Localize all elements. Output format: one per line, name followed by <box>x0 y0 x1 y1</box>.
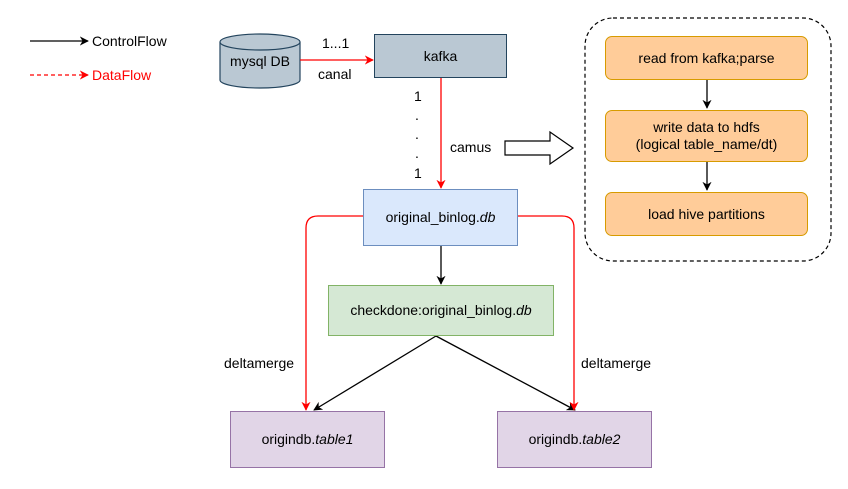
camus-label: camus <box>450 139 492 155</box>
mysql-kafka-tool-label: canal <box>318 66 352 82</box>
checkdone-node[interactable]: checkdone:original_binlog.db <box>328 285 554 336</box>
edge-checkdone-table2 <box>435 335 576 411</box>
origindb-table1-node[interactable]: origindb.table1 <box>230 411 385 468</box>
mysql-db-node[interactable]: mysql DB <box>220 46 300 76</box>
origindb-table2-label: origindb.table2 <box>528 431 621 448</box>
step-load-hive[interactable]: load hive partitions <box>605 192 808 236</box>
checkdone-label: checkdone:original_binlog.db <box>350 302 532 319</box>
original-binlog-label: original_binlog.db <box>385 209 496 226</box>
step-write-hdfs-line2: (logical table_name/dt) <box>635 136 778 152</box>
origindb-table1-label: origindb.table1 <box>261 431 354 448</box>
camus-block-arrow <box>504 130 575 166</box>
step-write-hdfs-line1: write data to hdfs <box>653 119 760 136</box>
kafka-node[interactable]: kafka <box>374 34 507 78</box>
camus-process-container <box>584 17 832 262</box>
original-binlog-node[interactable]: original_binlog.db <box>363 189 518 246</box>
multiplicity-bottom: 1 <box>414 165 422 181</box>
step-write-hdfs[interactable]: write data to hdfs (logical table_name/d… <box>605 110 808 162</box>
mysql-db-label: mysql DB <box>230 52 290 69</box>
step-load-hive-label: load hive partitions <box>648 205 765 222</box>
multiplicity-dot-1: . <box>415 107 419 123</box>
legend-controlflow-label: ControlFlow <box>92 33 167 49</box>
edge-binlog-table2 <box>518 215 579 411</box>
deltamerge-left-label: deltamerge <box>224 355 295 371</box>
multiplicity-dot-3: . <box>415 145 419 161</box>
step-read-kafka-label: read from kafka;parse <box>638 49 775 66</box>
deltamerge-right-label: deltamerge <box>581 355 652 371</box>
mysql-kafka-multiplicity-label: 1...1 <box>322 35 350 51</box>
edge-checkdone-table1 <box>313 335 437 411</box>
mysql-cylinder-shape <box>219 33 301 89</box>
edge-binlog-table1 <box>301 215 363 411</box>
multiplicity-top: 1 <box>414 88 422 104</box>
step-read-kafka[interactable]: read from kafka;parse <box>605 36 808 80</box>
multiplicity-dot-2: . <box>415 126 419 142</box>
kafka-label: kafka <box>423 47 458 64</box>
origindb-table2-node[interactable]: origindb.table2 <box>497 411 652 468</box>
legend-dataflow-label: DataFlow <box>92 67 152 83</box>
